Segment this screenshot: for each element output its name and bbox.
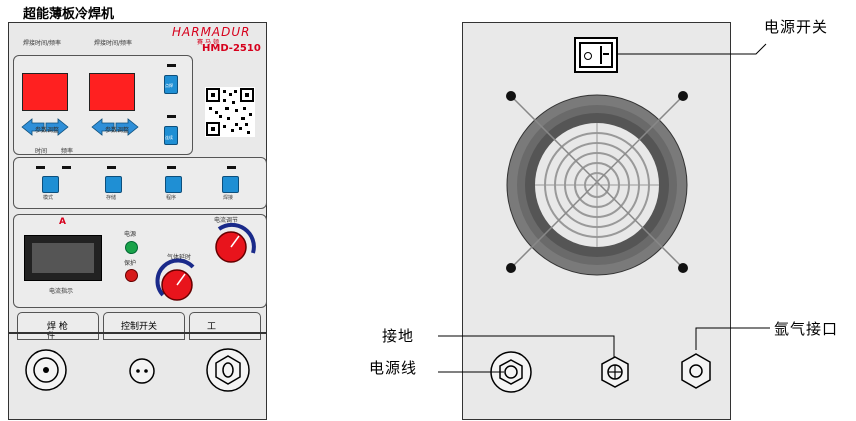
current-adjust-label: 电流调节 (214, 217, 239, 224)
torch-tab-label: 焊 枪 (47, 322, 68, 332)
indicator-led (36, 166, 45, 169)
torch-tab (17, 312, 99, 340)
program-button-label: 程序 (166, 195, 177, 201)
ground-leader (438, 335, 615, 358)
indicator-led (107, 166, 116, 169)
header-label-left: 焊接时间/频率 (23, 40, 62, 47)
front-panel: 焊接时间/频率 焊接时间/频率 HARMADUR 賽马顿 HMD-2510 参数… (8, 22, 267, 420)
freq-label: 频率 (61, 148, 74, 155)
work-tab (189, 312, 261, 340)
brand-logo: HARMADUR (172, 25, 251, 39)
indicator-led (227, 166, 236, 169)
adjust-right-arrows[interactable] (91, 118, 139, 136)
control-switch-socket-icon[interactable] (127, 356, 157, 386)
weld-button[interactable] (222, 176, 239, 193)
gas-delay-label: 气体延时 (167, 254, 192, 261)
product-title: 超能薄板冷焊机 (23, 7, 115, 22)
indicator-led (62, 166, 71, 169)
spot-weld-button[interactable] (164, 75, 178, 94)
cooling-fan (506, 91, 688, 276)
spot-weld-label: 点焊 (165, 83, 173, 88)
current-unit-label: A (59, 217, 66, 227)
store-button-label: 存储 (106, 195, 117, 201)
argon-label: 氩气接口 (774, 320, 839, 338)
freq-display (89, 73, 135, 111)
header-label-right: 焊接时间/频率 (94, 40, 133, 47)
weld-button-label: 焊接 (223, 195, 234, 201)
control-switch-tab (103, 312, 185, 340)
power-cable-leader (438, 371, 504, 373)
time-label: 时间 (35, 148, 48, 155)
power-switch[interactable] (574, 37, 618, 73)
power-indicator (125, 241, 138, 254)
control-switch-label: 控制开关 (121, 322, 158, 332)
mode-button-label: 模式 (43, 195, 54, 201)
power-switch-leader (618, 43, 767, 55)
model-number: HMD-2510 (202, 43, 261, 54)
qr-code (205, 87, 255, 137)
current-display (24, 235, 102, 281)
continuous-label: 连续 (165, 135, 173, 140)
current-adjust-knob[interactable] (209, 222, 259, 271)
adjust-label-right: 参数调整 (105, 127, 130, 134)
store-button[interactable] (105, 176, 122, 193)
power-switch-label: 电源开关 (764, 18, 829, 36)
ground-terminal-icon[interactable] (600, 355, 630, 389)
indicator-led (167, 64, 176, 67)
adjust-left-arrows[interactable] (21, 118, 69, 136)
power-label: 电源 (124, 231, 137, 238)
indicator-led (167, 115, 176, 118)
ground-label: 接地 (382, 327, 415, 345)
program-button[interactable] (165, 176, 182, 193)
power-cable-connector-icon[interactable] (489, 350, 533, 394)
argon-connector-icon[interactable] (680, 352, 712, 390)
time-display (22, 73, 68, 111)
gas-delay-knob[interactable] (155, 258, 205, 309)
argon-leader (695, 327, 770, 350)
mode-button[interactable] (42, 176, 59, 193)
brand-cn: 賽马顿 (197, 39, 222, 46)
torch-connector-icon[interactable] (24, 348, 68, 392)
power-cable-label: 电源线 (369, 359, 418, 377)
workpiece-connector-icon[interactable] (205, 347, 251, 393)
protect-label: 保护 (124, 260, 137, 267)
continuous-button[interactable] (164, 126, 178, 145)
work-tab-label: 工 (207, 322, 217, 332)
protect-indicator (125, 269, 138, 282)
adjust-label-left: 参数调整 (35, 127, 60, 134)
connector-strip (9, 332, 266, 334)
indicator-led (167, 166, 176, 169)
current-display-label: 电流指示 (49, 288, 74, 295)
workpiece-sub-label: 件 (47, 331, 55, 340)
